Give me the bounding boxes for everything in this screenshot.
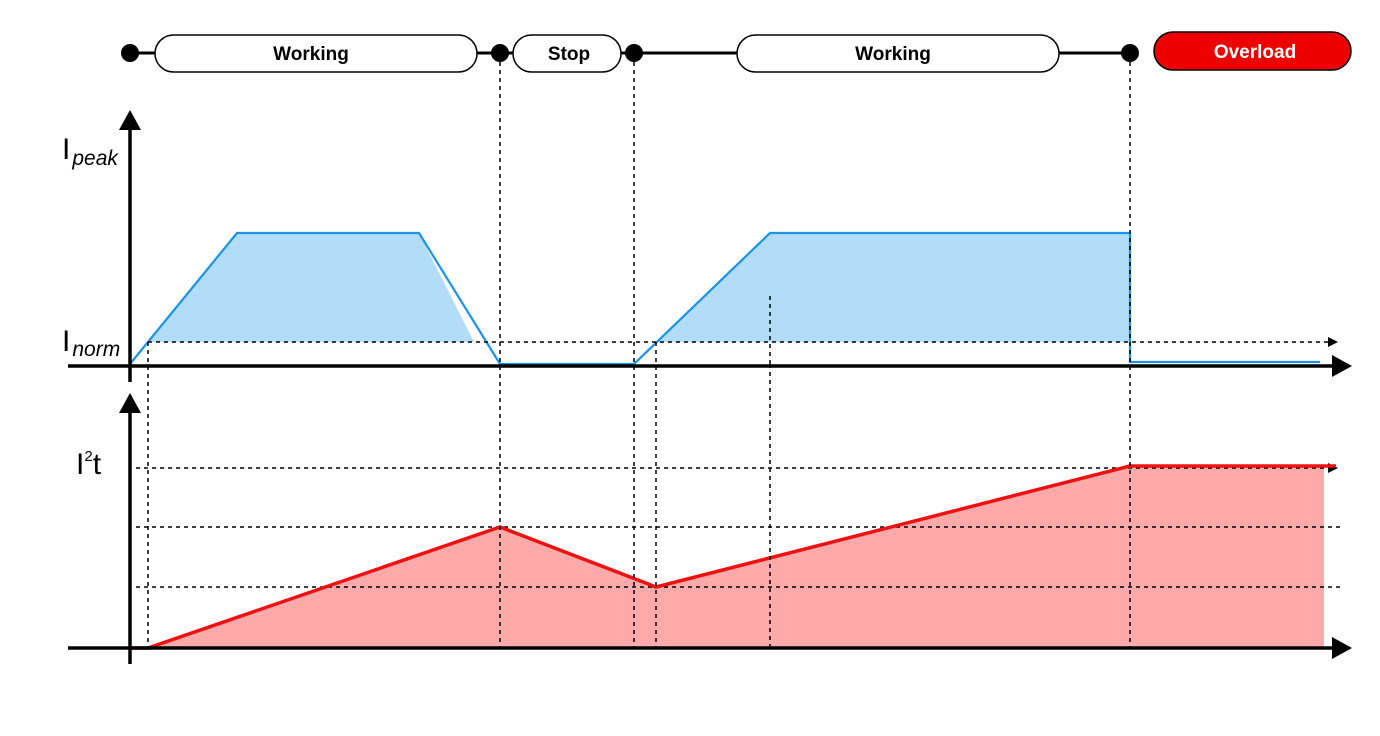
timeline-node-stop-end [625, 44, 643, 62]
time-guides [147, 62, 1131, 648]
phase-label-stop: Stop [548, 44, 590, 65]
i2t-x-arrow-icon [1332, 637, 1352, 659]
phase-timeline: Working Stop Working Overload [121, 31, 1352, 73]
timeline-node-start [121, 44, 139, 62]
current-fill-working-1 [148, 233, 474, 342]
i2t-fill [130, 466, 1324, 648]
current-chart: Ipeak Inorm [62, 110, 1352, 382]
timeline-node-stop-begin [491, 44, 509, 62]
i2t-y-arrow-icon [119, 393, 141, 413]
current-y-arrow-icon [119, 110, 141, 130]
phase-pill-working-1 [154, 34, 478, 73]
phase-label-overload: Overload [1214, 42, 1296, 63]
i2t-chart: I2t [68, 393, 1352, 664]
phase-pill-overload [1153, 31, 1352, 71]
timeline-node-overload [1121, 44, 1139, 62]
phase-label-working-2: Working [855, 44, 931, 65]
inorm-arrow-icon [1328, 337, 1338, 347]
ipeak-label: Ipeak [62, 133, 119, 170]
phase-pill-stop [512, 34, 622, 73]
current-x-arrow-icon [1332, 355, 1352, 377]
i2t-label: I2t [76, 448, 102, 481]
phase-pill-working-2 [736, 34, 1060, 73]
current-fill-working-2 [656, 233, 1130, 342]
phase-label-working-1: Working [273, 44, 349, 65]
inorm-label: Inorm [62, 325, 120, 361]
